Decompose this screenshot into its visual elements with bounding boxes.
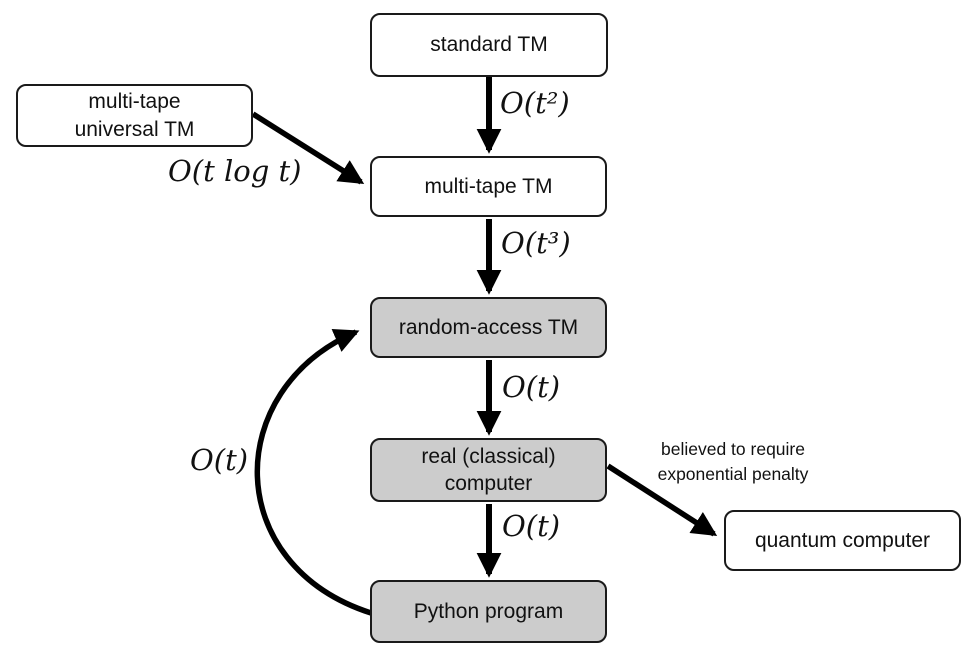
node-label: standard TM <box>430 33 548 57</box>
node-multi-tape-tm: multi-tape TM <box>370 156 607 217</box>
node-label-line2: universal TM <box>74 117 195 141</box>
edge-label-standard-to-multitape: O(t²) <box>500 86 570 120</box>
node-label: random-access TM <box>398 315 579 339</box>
edge-label-ram-to-real: O(t) <box>502 370 561 404</box>
node-label: quantum computer <box>754 528 931 552</box>
node-label-line1: real (classical) <box>421 444 556 468</box>
node-label: Python program <box>413 599 564 623</box>
node-label: multi-tape TM <box>424 174 553 198</box>
arrow-universal-to-multitape <box>251 111 365 185</box>
node-standard-tm: standard TM <box>370 13 608 77</box>
edge-label-universal-to-multitape: O(t log t) <box>168 154 302 188</box>
arrow-real-to-quantum <box>606 463 718 537</box>
node-label-line2: computer <box>444 472 533 495</box>
node-random-access-tm: random-access TM <box>370 297 607 358</box>
node-python-program: Python program <box>370 580 607 643</box>
edge-label-multitape-to-ram: O(t³) <box>501 226 571 260</box>
edge-label-python-to-ram: O(t) <box>190 443 249 477</box>
arrow-python-to-ram-arc <box>254 328 372 616</box>
edge-label-real-to-python: O(t) <box>502 509 561 543</box>
node-multi-tape-universal-tm: multi-tape universal TM <box>16 84 253 147</box>
node-quantum-computer: quantum computer <box>724 510 961 571</box>
edge-note-real-to-quantum: believed to require exponential penalty <box>657 439 809 484</box>
node-label-line1: multi-tape <box>88 90 181 114</box>
node-real-classical-computer: real (classical) computer <box>370 438 607 502</box>
